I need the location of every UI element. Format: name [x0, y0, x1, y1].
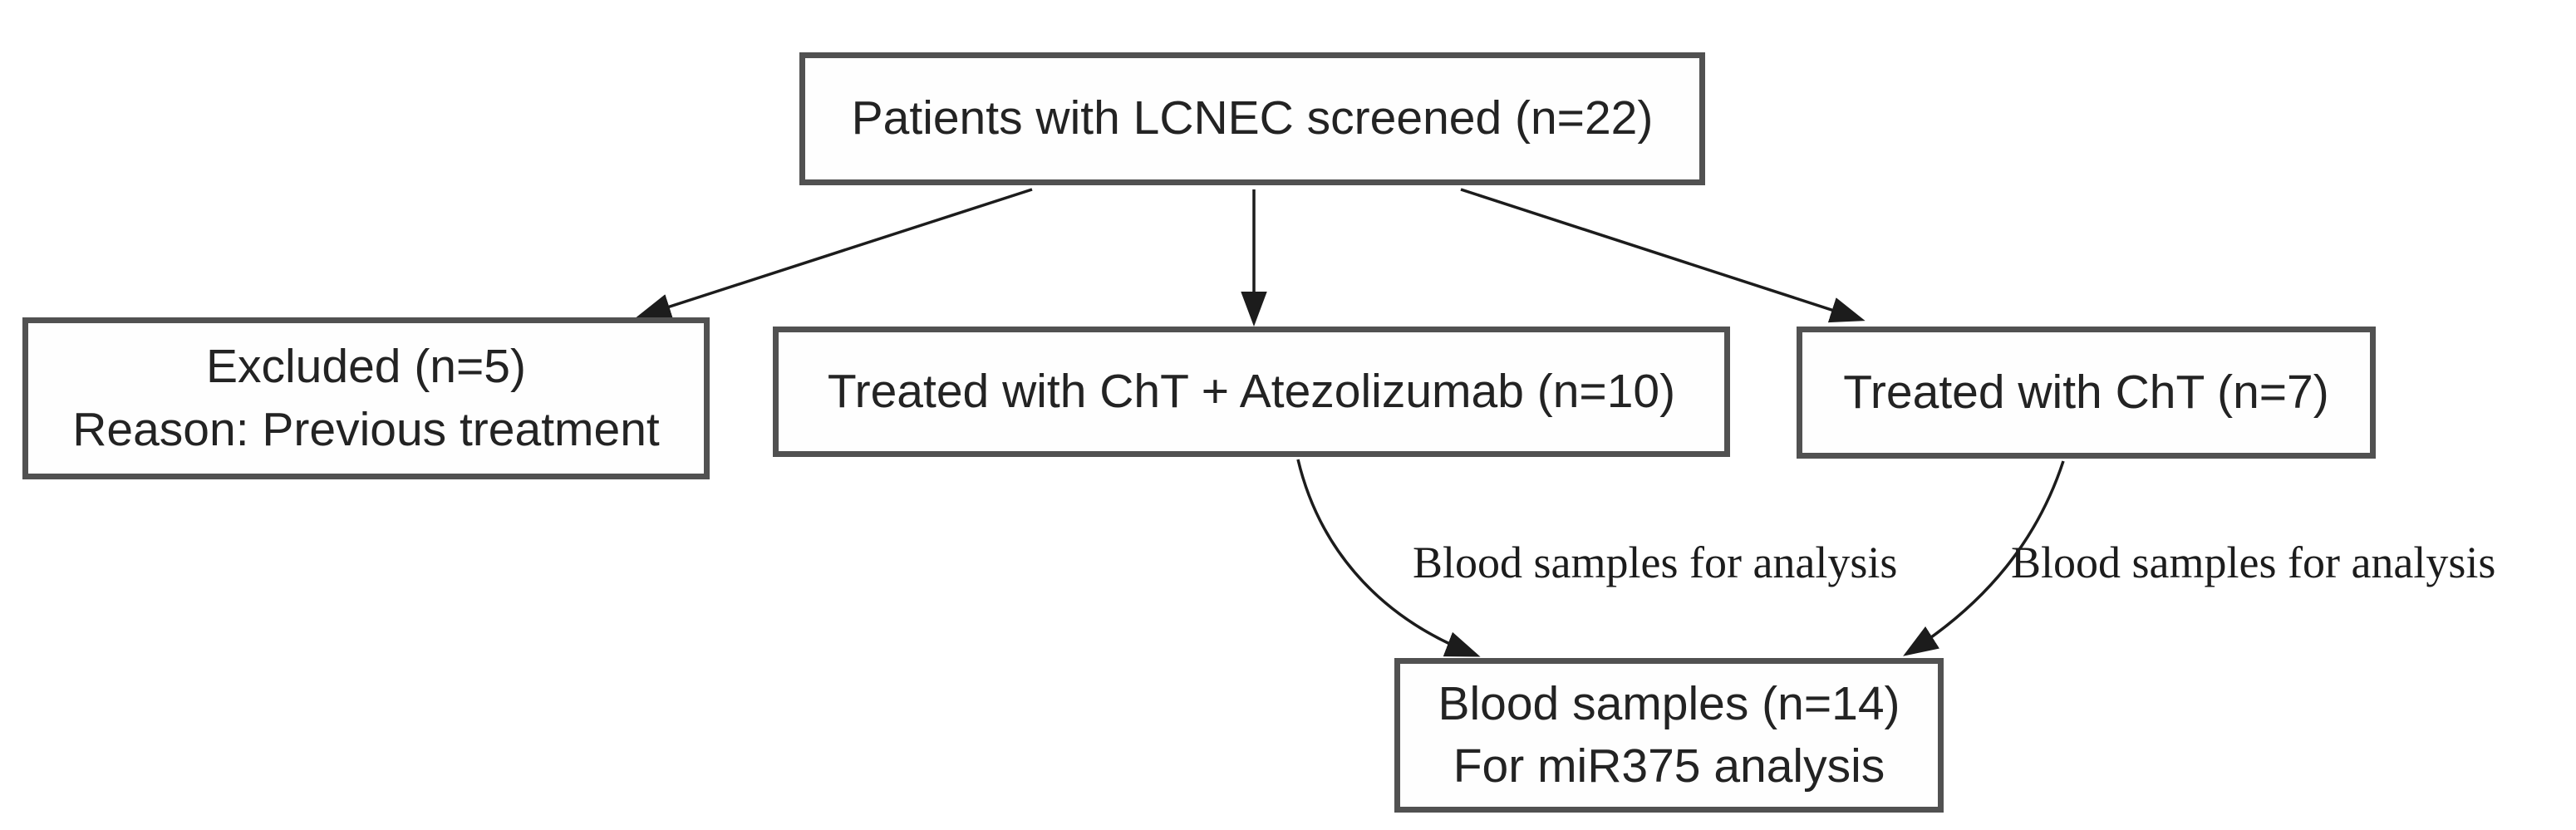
node-cht-text-line: Treated with ChT (n=7)	[1843, 365, 2329, 419]
edge-label-cht-to-blood: Blood samples for analysis	[2011, 538, 2496, 587]
arrow-screened-to-excluded	[636, 188, 1033, 320]
node-screened: Patients with LCNEC screened (n=22)	[799, 52, 1705, 185]
node-excluded-text-line: Reason: Previous treatment	[72, 402, 660, 456]
node-blood-samples-text-line: Blood samples (n=14)	[1438, 676, 1900, 730]
arrow-cht-atezolizumab-to-blood-samples	[1296, 459, 1481, 657]
node-blood-samples-text-line: For miR375 analysis	[1453, 739, 1885, 793]
node-screened-text-line: Patients with LCNEC screened (n=22)	[851, 91, 1654, 145]
arrow-screened-to-cht	[1460, 188, 1866, 323]
edge-label-cht-atezolizumab-to-blood: Blood samples for analysis	[1413, 538, 1898, 587]
node-cht-atezolizumab-text-line: Treated with ChT + Atezolizumab (n=10)	[827, 364, 1676, 418]
node-cht: Treated with ChT (n=7)	[1797, 327, 2376, 459]
node-blood-samples: Blood samples (n=14) For miR375 analysis	[1394, 658, 1944, 813]
node-excluded-text-line: Excluded (n=5)	[206, 340, 526, 394]
node-cht-atezolizumab: Treated with ChT + Atezolizumab (n=10)	[773, 327, 1730, 457]
arrow-cht-to-blood-samples	[1903, 460, 2065, 656]
node-excluded: Excluded (n=5) Reason: Previous treatmen…	[22, 317, 710, 479]
